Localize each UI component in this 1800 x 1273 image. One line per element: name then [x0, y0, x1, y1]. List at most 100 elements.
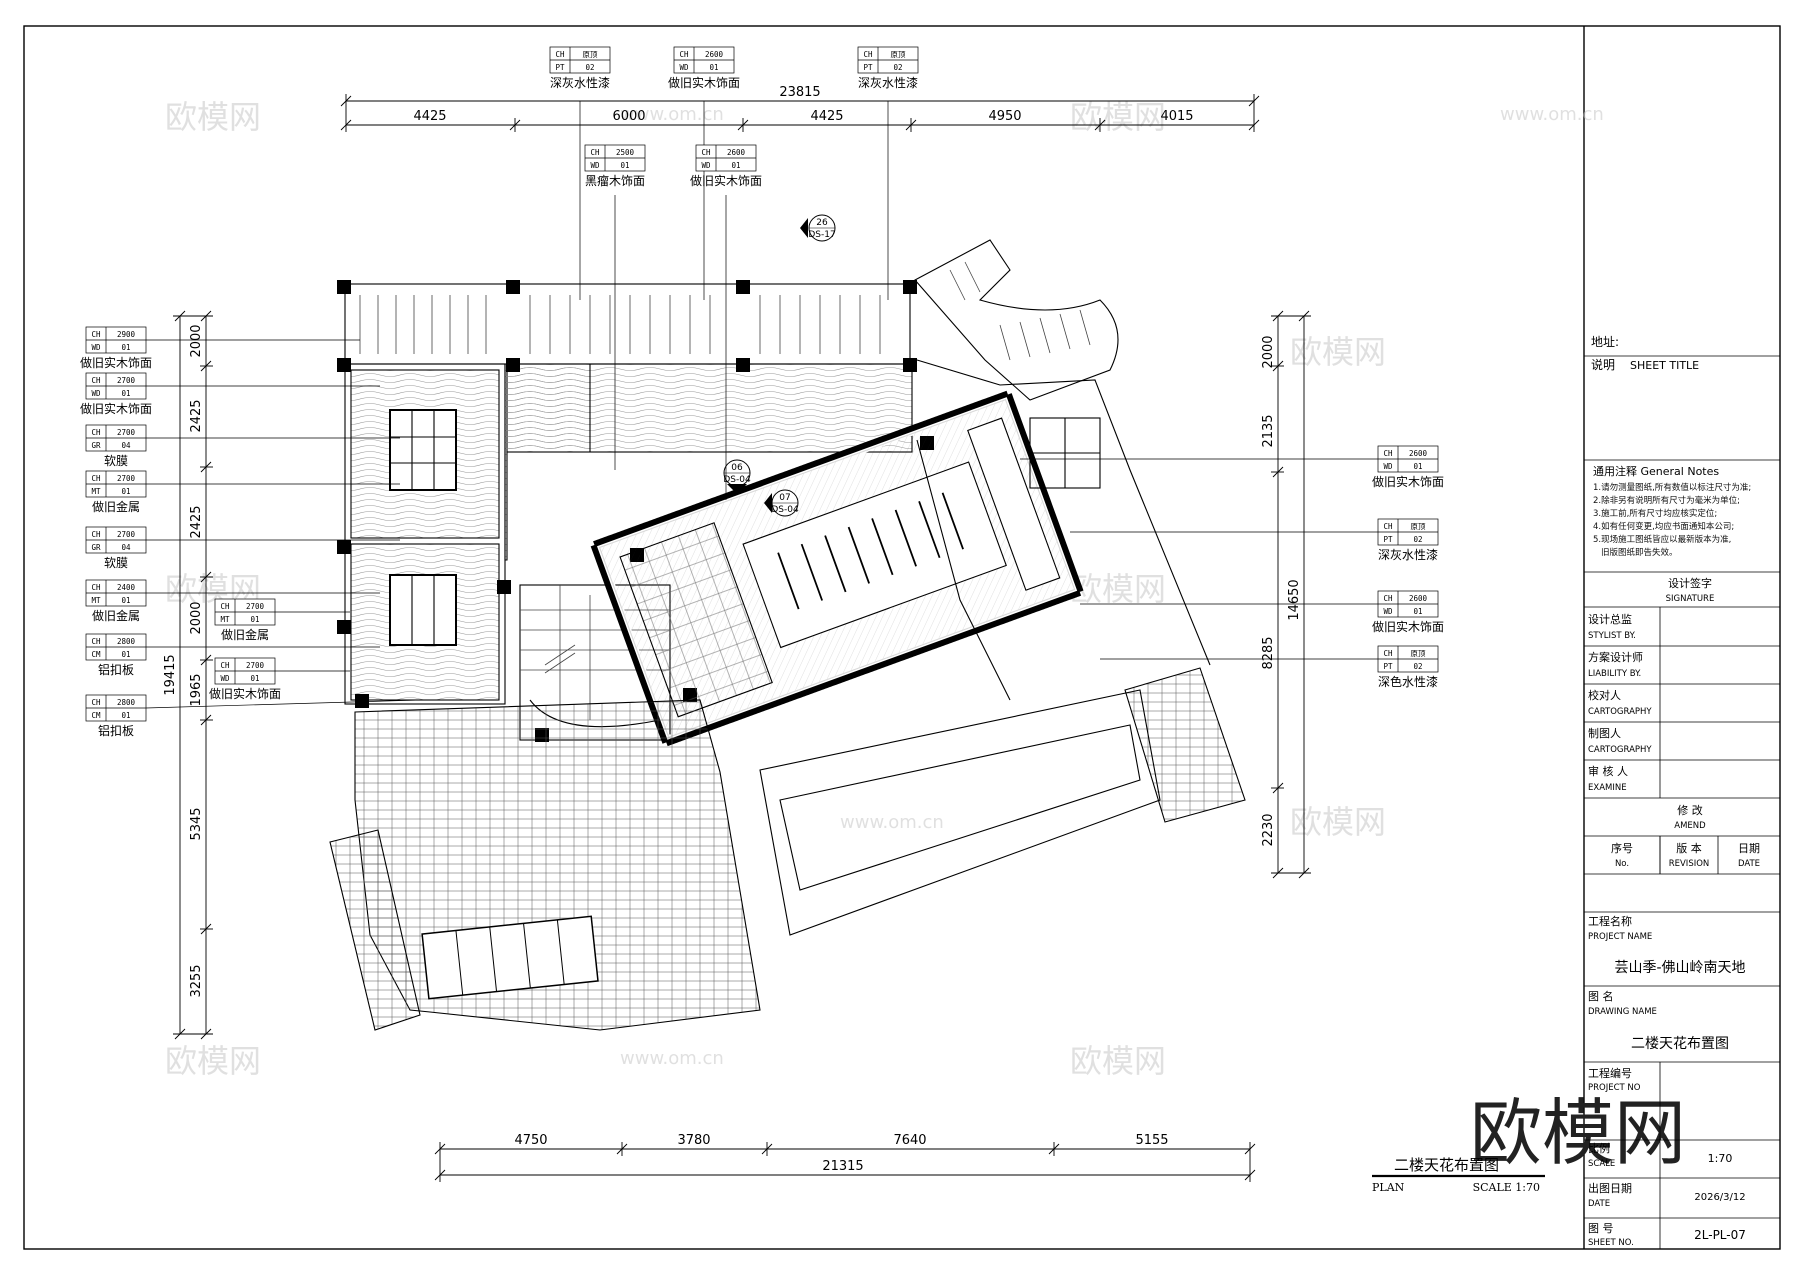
note-line: 5.现场施工图纸皆应以最新版本为准,: [1593, 534, 1731, 545]
dim-left: 2000: [189, 324, 204, 357]
tag-num: 01: [250, 674, 259, 683]
tag-num: 02: [585, 63, 594, 72]
dim-right: 2135: [1261, 414, 1276, 447]
tag-ch: CH: [863, 50, 873, 59]
tag-label: 做旧实木饰面: [209, 686, 281, 701]
note-line: 1.请勿测量图纸,所有数值以标注尺寸为准;: [1593, 482, 1751, 493]
tag-h: 2700: [117, 474, 136, 483]
tag-code: PT: [1383, 535, 1393, 544]
drawing-name-label: 图 名: [1588, 989, 1614, 1003]
date-label: 出图日期: [1588, 1181, 1632, 1195]
watermark-brand: 欧模网: [1070, 1042, 1166, 1080]
tag-code: PT: [863, 63, 873, 72]
tag-ch: CH: [679, 50, 689, 59]
drawing-name-label-en: DRAWING NAME: [1588, 1007, 1657, 1017]
tag-code: WD: [91, 343, 101, 352]
tag-code: MT: [91, 487, 101, 496]
bottom-dimension-labels: 4750 3780 7640 5155 21315: [514, 1133, 1168, 1174]
terrace: [759, 689, 1161, 936]
tag-h: 原顶: [1411, 522, 1427, 531]
tag-code: WD: [1383, 607, 1393, 616]
tag-code: WD: [91, 389, 101, 398]
material-tag: CH 原顶 PT 02 深灰水性漆: [857, 46, 919, 300]
tag-ch: CH: [220, 661, 230, 670]
tag-h: 2600: [1409, 594, 1428, 603]
rotated-core: [589, 389, 1085, 748]
tag-num: 01: [1413, 462, 1422, 471]
watermark-brand: 欧模网: [1070, 570, 1166, 608]
wood-ceiling-left: [504, 363, 591, 561]
tag-h: 2700: [246, 602, 265, 611]
dim-left: 2425: [189, 399, 204, 432]
upper-right-stair: [914, 239, 1119, 401]
tag-h: 2700: [117, 376, 136, 385]
tag-ch: CH: [91, 376, 101, 385]
tag-num: 01: [709, 63, 718, 72]
plan-title: 二楼天花布置图 PLAN SCALE 1:70: [1372, 1156, 1545, 1194]
dim-bottom: 3780: [677, 1133, 710, 1148]
signature-cn: 设计签字: [1668, 576, 1712, 590]
tag-code: CM: [91, 711, 101, 720]
watermark-brand: 欧模网: [1070, 98, 1166, 136]
dim-left: 2000: [189, 601, 204, 634]
tag-num: 01: [121, 487, 130, 496]
project-name-label: 工程名称: [1588, 914, 1632, 928]
top-dimensions: [340, 94, 1260, 132]
tag-label: 做旧实木饰面: [80, 401, 152, 416]
watermark-url: www.om.cn: [1500, 104, 1604, 125]
dim-left: 2425: [189, 505, 204, 538]
watermark-brand: 欧模网: [165, 98, 261, 136]
tag-code: CM: [91, 650, 101, 659]
tag-h: 2600: [727, 148, 746, 157]
dim-top: 4015: [1160, 109, 1193, 124]
tag-h: 2700: [117, 428, 136, 437]
tag-ch: CH: [701, 148, 711, 157]
dim-right: 2000: [1261, 335, 1276, 368]
floor-plan: [329, 239, 1246, 1031]
tag-h: 原顶: [891, 50, 906, 59]
tag-h: 2700: [246, 661, 265, 670]
section-marker: 26 DS-17: [800, 214, 836, 242]
amend-col-en: REVISION: [1669, 859, 1710, 869]
dim-top: 6000: [612, 109, 645, 124]
tag-num: 01: [121, 596, 130, 605]
tag-num: 01: [731, 161, 740, 170]
tag-num: 01: [121, 711, 130, 720]
tag-label: 深灰水性漆: [858, 76, 918, 90]
tag-code: WD: [590, 161, 600, 170]
dim-left: 3255: [189, 964, 204, 997]
tag-ch: CH: [1383, 522, 1393, 531]
tag-ch: CH: [1383, 649, 1393, 658]
tag-h: 2900: [117, 330, 136, 339]
roof-tiles-left: [329, 829, 421, 1031]
section-marker: 06 DS-04: [723, 459, 751, 494]
tag-h: 2800: [117, 637, 136, 646]
tag-h: 2600: [1409, 449, 1428, 458]
plan-title-cn: 二楼天花布置图: [1394, 1156, 1499, 1174]
left-dimension-labels: 2000 2425 2425 2000 1965 5345 3255 19415: [163, 324, 204, 997]
tag-label: 做旧实木饰面: [1372, 619, 1444, 634]
role-cn: 校对人: [1588, 688, 1621, 702]
dim-top-total: 23815: [779, 85, 820, 100]
project-name: 芸山季-佛山岭南天地: [1614, 960, 1745, 976]
tag-num: 02: [893, 63, 902, 72]
tag-num: 04: [121, 441, 131, 450]
tag-h: 2800: [117, 698, 136, 707]
roles: 设计总监 STYLIST BY. 方案设计师 LIABILITY BY. 校对人…: [1588, 612, 1652, 793]
dim-left-total: 19415: [163, 654, 178, 695]
tag-label: 做旧金属: [92, 499, 140, 514]
tag-label: 软膜: [104, 454, 128, 468]
address-label: 地址:: [1591, 335, 1619, 349]
tag-num: 04: [121, 543, 131, 552]
sheet-no: 2L-PL-07: [1694, 1228, 1746, 1242]
role-en: STYLIST BY.: [1588, 631, 1636, 641]
project-no-label: 工程编号: [1588, 1066, 1632, 1080]
sheet-title-en: SHEET TITLE: [1630, 359, 1699, 372]
dim-top: 4425: [413, 109, 446, 124]
